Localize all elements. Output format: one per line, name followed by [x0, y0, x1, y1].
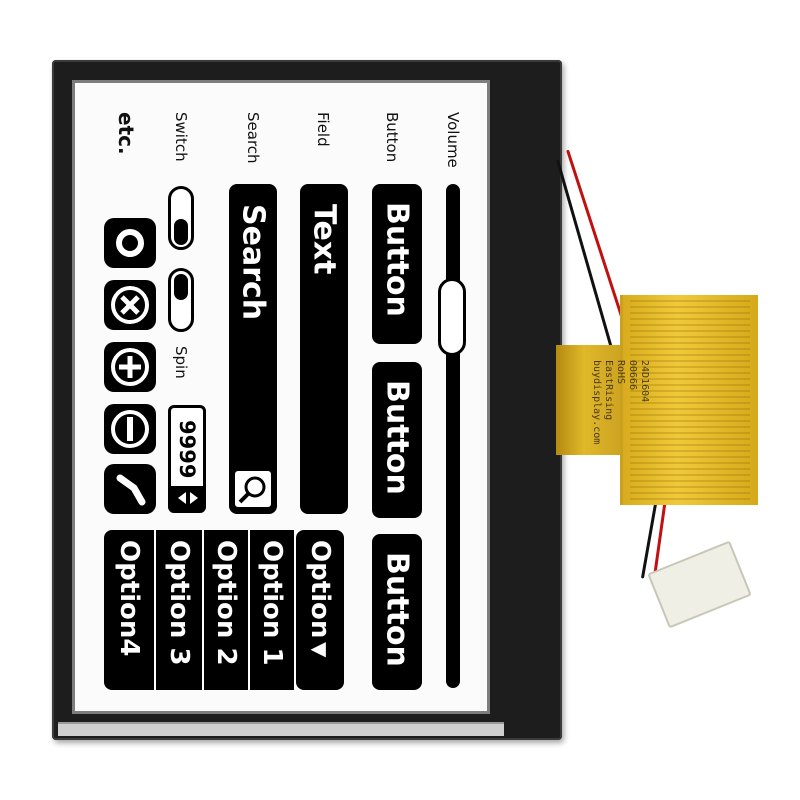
text-field-value: Text	[306, 204, 342, 275]
close-button[interactable]	[104, 280, 156, 330]
spin-label: Spin	[172, 346, 190, 379]
search-input-value: Search	[235, 204, 271, 321]
button-3-label: Button	[379, 552, 415, 667]
switch-off-knob	[174, 219, 188, 245]
minus-icon	[111, 410, 149, 448]
search-icon[interactable]	[232, 468, 274, 510]
etc-label: etc.	[114, 112, 138, 155]
flex-cable	[620, 295, 758, 505]
switch-off[interactable]	[168, 186, 194, 250]
button-1[interactable]: Button	[372, 184, 422, 344]
plus-button[interactable]	[104, 342, 156, 392]
switch-label: Switch	[172, 112, 190, 162]
switch-on[interactable]	[168, 268, 194, 332]
spin-box[interactable]: 9999	[168, 405, 206, 513]
option-item-4[interactable]: Option4	[104, 530, 156, 690]
flex-cable-neck	[556, 345, 626, 455]
circle-button[interactable]	[104, 218, 156, 268]
close-icon	[111, 286, 149, 324]
circle-icon	[116, 229, 144, 257]
option-dropdown-label: Option	[305, 540, 335, 639]
flex-cable-traces	[630, 300, 750, 500]
search-input[interactable]: Search	[229, 184, 277, 514]
plus-icon	[111, 348, 149, 386]
black-wire	[556, 159, 615, 353]
check-icon	[116, 474, 146, 506]
option-item-4-label: Option4	[114, 540, 144, 657]
button-2[interactable]: Button	[372, 362, 422, 518]
volume-slider-thumb[interactable]	[438, 277, 466, 356]
wire-connector	[647, 540, 752, 629]
text-field[interactable]: Text	[300, 184, 348, 514]
button-3[interactable]: Button	[372, 534, 422, 690]
option-item-3-label: Option 3	[164, 540, 194, 666]
flex-cable-text: 24D1604 00666 RoHS EastRising buydisplay…	[591, 360, 650, 445]
option-item-3[interactable]: Option 3	[156, 530, 204, 690]
spin-value: 9999	[175, 419, 199, 479]
check-button[interactable]	[104, 464, 156, 514]
chevron-down-icon: ▼	[308, 642, 332, 658]
volume-label: Volume	[444, 112, 462, 168]
option-item-1[interactable]: Option 1	[250, 530, 296, 690]
button-1-label: Button	[379, 202, 415, 317]
button-2-label: Button	[379, 380, 415, 495]
volume-slider-track[interactable]	[446, 184, 460, 688]
switch-on-knob	[174, 274, 188, 300]
button-label: Button	[383, 112, 401, 163]
search-label: Search	[244, 112, 262, 164]
spin-arrows[interactable]	[171, 486, 203, 510]
bezel-bottom	[58, 722, 504, 736]
option-item-1-label: Option 1	[257, 540, 287, 666]
option-dropdown[interactable]: Option ▼	[296, 530, 344, 690]
option-item-2[interactable]: Option 2	[204, 530, 250, 690]
minus-button[interactable]	[104, 404, 156, 454]
field-label: Field	[314, 112, 332, 147]
option-item-2-label: Option 2	[211, 540, 241, 666]
